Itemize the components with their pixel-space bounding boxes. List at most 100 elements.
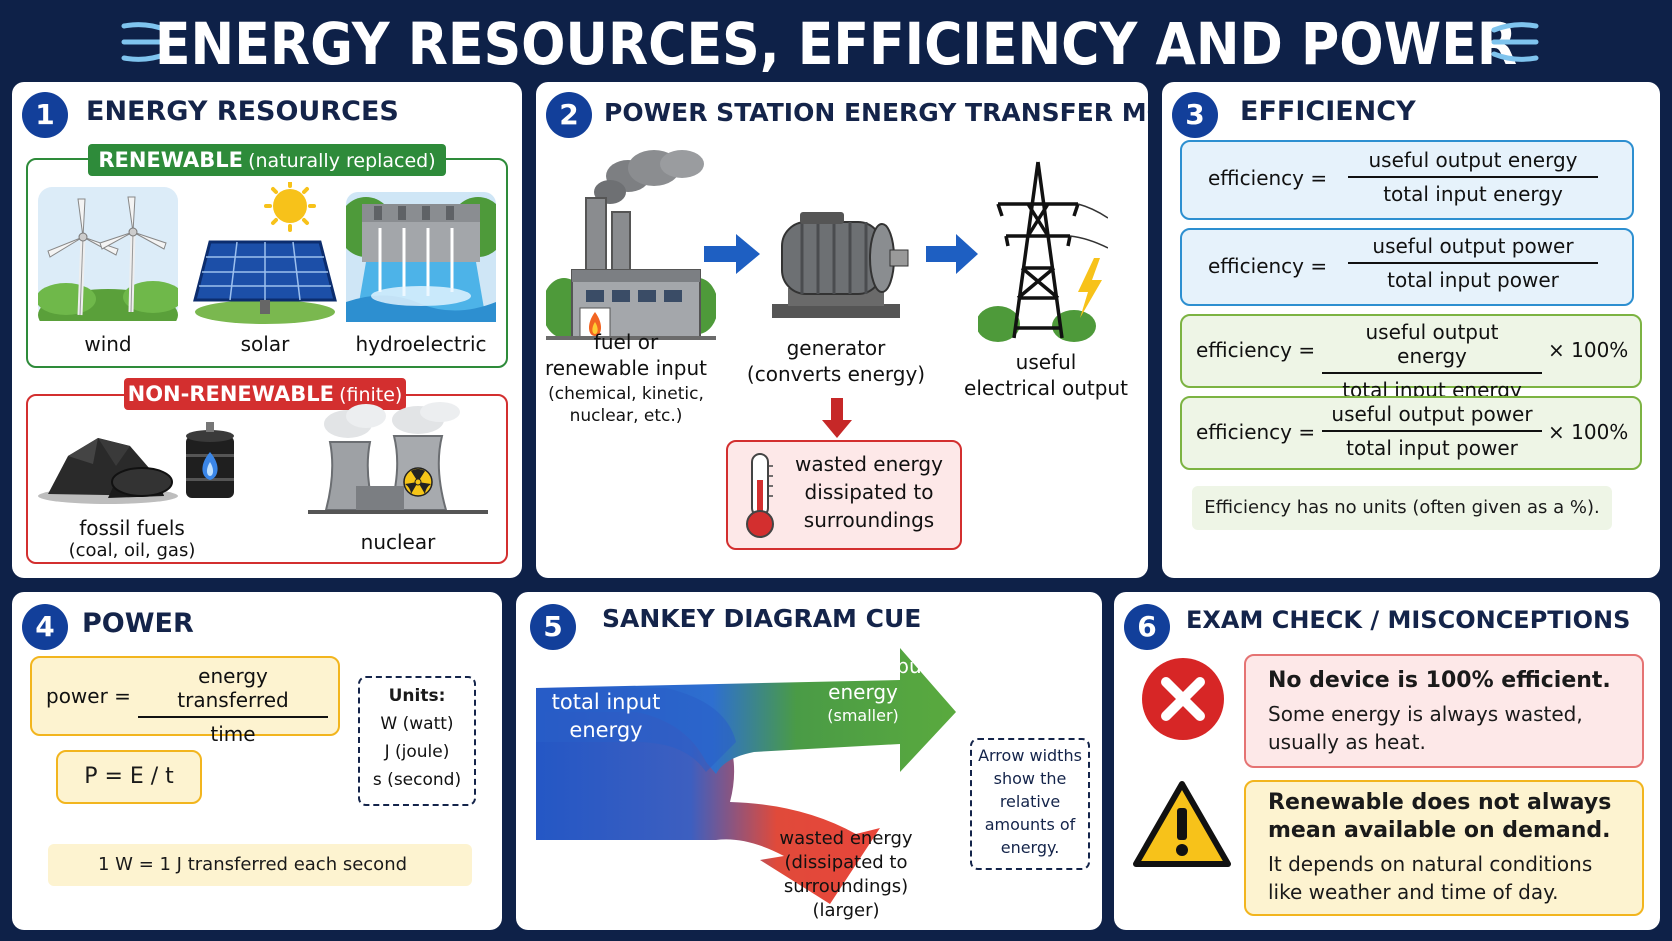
power-note bbox=[48, 844, 472, 886]
arrow-right-icon bbox=[926, 234, 978, 274]
hydroelectric-dam-icon bbox=[346, 192, 496, 322]
times-100-percent: × 100% bbox=[1548, 420, 1629, 444]
sankey-useful-line3: (smaller) bbox=[827, 706, 899, 725]
panel-exam-check: 6 EXAM CHECK / MISCONCEPTIONS No device … bbox=[1114, 592, 1660, 930]
misconception-1-body-line1: Some energy is always wasted, bbox=[1268, 702, 1583, 726]
panel-heading: EXAM CHECK / MISCONCEPTIONS bbox=[1186, 606, 1631, 634]
sankey-input-line1: total input bbox=[551, 690, 661, 714]
efficiency-energy-formula bbox=[1180, 140, 1634, 220]
unit-watt: W (watt) bbox=[380, 714, 454, 734]
renewable-title: RENEWABLE bbox=[98, 148, 243, 172]
panel-heading: ENERGY RESOURCES bbox=[86, 96, 399, 127]
panel-number: 5 bbox=[530, 604, 576, 650]
panel-heading: EFFICIENCY bbox=[1240, 96, 1416, 127]
panel-number: 4 bbox=[22, 604, 68, 650]
fossil-fuels-label: fossil fuels bbox=[79, 516, 185, 540]
pylon-icon bbox=[978, 161, 1108, 342]
error-cross-icon bbox=[1142, 658, 1224, 740]
fraction-numerator: energy transferred bbox=[138, 664, 328, 718]
misconception-2-body-line1: It depends on natural conditions bbox=[1268, 852, 1593, 876]
renewable-item-solar: solar bbox=[240, 332, 290, 356]
efficiency-energy-percent-formula bbox=[1180, 314, 1642, 388]
sankey-waste-line2: (dissipated to bbox=[784, 852, 908, 873]
efficiency-power-formula bbox=[1180, 228, 1634, 306]
fraction-denominator: total input power bbox=[1346, 436, 1518, 460]
sankey-note-line5: energy. bbox=[1000, 838, 1060, 857]
panel-power: 4 POWER power = energy transferred time … bbox=[12, 592, 502, 930]
panel-heading: POWER STATION ENERGY TRANSFER MODEL bbox=[604, 98, 1148, 127]
nonrenewable-title: NON-RENEWABLE bbox=[127, 382, 334, 406]
efficiency-label: efficiency = bbox=[1196, 338, 1316, 362]
efficiency-note bbox=[1192, 486, 1612, 530]
factory-icon bbox=[546, 150, 716, 340]
sankey-note-line4: amounts of bbox=[984, 815, 1076, 834]
wasted-label-line1: wasted energy bbox=[795, 452, 943, 476]
efficiency-label: efficiency = bbox=[1208, 166, 1328, 190]
generator-label-line2: (converts energy) bbox=[746, 362, 926, 386]
units-box bbox=[358, 676, 476, 806]
renewable-banner: RENEWABLE (naturally replaced) bbox=[88, 144, 446, 176]
solar-panel-icon bbox=[193, 182, 337, 324]
panel-power-station: 2 POWER STATION ENERGY TRANSFER MODEL bbox=[536, 82, 1148, 578]
input-label-line3: (chemical, kinetic, bbox=[548, 384, 704, 404]
generator-label-line1: generator bbox=[786, 336, 886, 360]
misconception-renewable-box bbox=[1244, 780, 1644, 916]
efficiency-label: efficiency = bbox=[1208, 254, 1328, 278]
power-short-formula-box bbox=[56, 750, 202, 804]
title-decoration-left-icon bbox=[121, 22, 169, 62]
units-title: Units: bbox=[388, 686, 446, 706]
fraction-numerator: useful output energy bbox=[1322, 320, 1542, 374]
fraction-denominator: time bbox=[210, 722, 256, 746]
generator-icon bbox=[772, 212, 909, 318]
panel-efficiency: 3 EFFICIENCY efficiency = useful output … bbox=[1162, 82, 1660, 578]
warning-triangle-icon bbox=[1133, 781, 1231, 867]
wind-turbine-icon bbox=[38, 187, 178, 321]
fraction-denominator: total input energy bbox=[1383, 182, 1563, 206]
panel-number: 6 bbox=[1124, 604, 1170, 650]
fraction-denominator: total input power bbox=[1387, 268, 1559, 292]
arrow-down-icon bbox=[822, 398, 852, 438]
times-100-percent: × 100% bbox=[1548, 338, 1629, 362]
sankey-note-line1: Arrow widths bbox=[978, 746, 1082, 765]
efficiency-fraction-4: useful output power total input power bbox=[1322, 402, 1542, 460]
input-label-line1: fuel or bbox=[593, 330, 659, 354]
title-decoration-right-icon bbox=[1491, 22, 1539, 62]
misconception-2-title-line2: mean available on demand. bbox=[1268, 818, 1611, 843]
power-formula-box bbox=[30, 656, 340, 736]
renewable-item-hydroelectric: hydroelectric bbox=[355, 332, 487, 356]
panel-heading: SANKEY DIAGRAM CUE bbox=[602, 604, 922, 633]
efficiency-fraction-1: useful output energy total input energy bbox=[1348, 148, 1598, 206]
sankey-useful-line2: energy bbox=[828, 680, 898, 704]
power-fraction: energy transferred time bbox=[138, 664, 328, 746]
misconception-2-title-line1: Renewable does not always bbox=[1268, 790, 1612, 815]
sankey-waste-line3: surroundings) bbox=[783, 876, 909, 897]
sankey-waste-line4: (larger) bbox=[812, 900, 880, 921]
renewable-subtitle: (naturally replaced) bbox=[248, 150, 436, 172]
nuclear-plant-icon bbox=[308, 402, 488, 514]
panel-heading: POWER bbox=[82, 608, 194, 639]
efficiency-note-text: Efficiency has no units (often given as … bbox=[1204, 497, 1600, 518]
efficiency-label: efficiency = bbox=[1196, 420, 1316, 444]
output-label-line1: useful bbox=[1015, 350, 1077, 374]
output-label-line2: electrical output bbox=[964, 376, 1128, 400]
wasted-label-line2: dissipated to bbox=[804, 480, 934, 504]
fraction-numerator: useful output power bbox=[1322, 402, 1542, 432]
nonrenewable-subtitle: (finite) bbox=[339, 384, 403, 406]
sankey-note-line2: show the bbox=[993, 769, 1067, 788]
power-note-text: 1 W = 1 J transferred each second bbox=[98, 854, 408, 875]
sankey-useful-line1: useful output bbox=[796, 654, 930, 678]
panel-number: 1 bbox=[22, 92, 68, 138]
coal-and-oil-icon bbox=[38, 422, 234, 504]
nuclear-label: nuclear bbox=[360, 530, 436, 554]
page-title: ENERGY RESOURCES, EFFICIENCY AND POWER bbox=[154, 10, 1518, 78]
misconception-1-title: No device is 100% efficient. bbox=[1268, 668, 1611, 693]
thermometer-icon bbox=[746, 453, 774, 538]
sankey-waste-line1: wasted energy bbox=[779, 828, 913, 849]
fraction-numerator: useful output power bbox=[1348, 234, 1598, 264]
efficiency-power-percent-formula bbox=[1180, 396, 1642, 470]
sankey-note-box bbox=[970, 738, 1090, 870]
fossil-fuels-sublabel: (coal, oil, gas) bbox=[68, 540, 196, 561]
nonrenewable-banner: NON-RENEWABLE (finite) bbox=[124, 378, 406, 410]
panel-number: 3 bbox=[1172, 92, 1218, 138]
power-label: power = bbox=[46, 684, 131, 708]
